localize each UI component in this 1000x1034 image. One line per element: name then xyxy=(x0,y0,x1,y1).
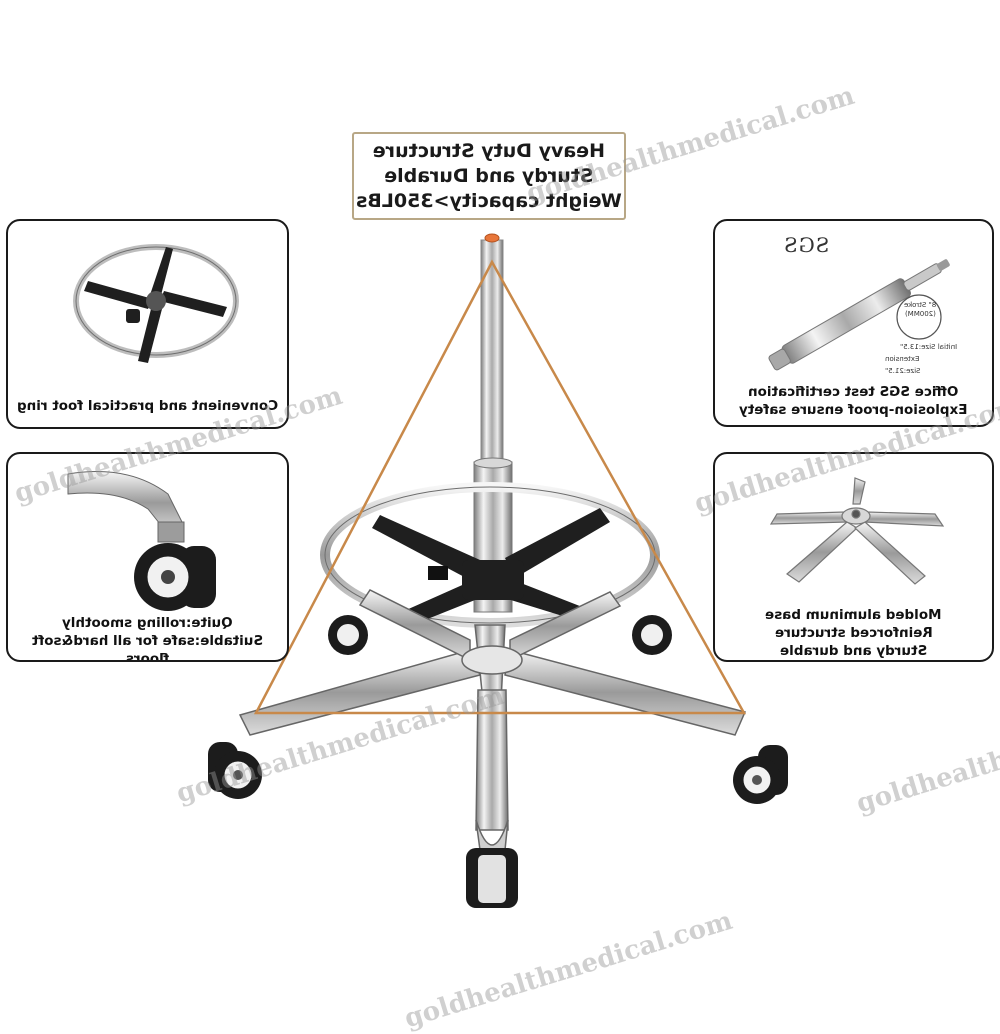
gas-lift-button xyxy=(484,233,500,243)
caster-left xyxy=(208,742,262,799)
headline-line1: Heavy Duty Structure xyxy=(372,139,606,162)
caster-right xyxy=(733,745,788,804)
panel-foot-ring: Convenient and practical foot ring xyxy=(6,219,289,429)
headline-line2: Sturdy and Durable xyxy=(384,164,594,187)
panel-casters: Quite:rolling smoothly Suitable:safe for… xyxy=(6,452,289,662)
caster-front xyxy=(466,848,518,908)
foot-ring-image xyxy=(73,244,239,363)
caster-image xyxy=(67,471,216,611)
base-image xyxy=(769,477,945,585)
panel-base: Molded aluminum base Reinforced structur… xyxy=(713,452,994,662)
foot-ring-cross xyxy=(372,508,610,628)
gas-lift-image xyxy=(768,259,950,371)
stool-illustration xyxy=(208,233,788,908)
base-caption: Molded aluminum base Reinforced structur… xyxy=(765,607,942,659)
panel-gas-lift: SGS 8" Stroke (200MM) Initial Size:13.5"… xyxy=(713,219,994,427)
headline-line3: Weight capacity>350LBs xyxy=(356,189,622,212)
highlight-triangle xyxy=(253,259,747,715)
stroke-badge: 8" Stroke (200MM) xyxy=(903,301,937,318)
headline-text: Heavy Duty Structure Sturdy and Durable … xyxy=(356,139,622,214)
sgs-logo: SGS xyxy=(783,233,830,257)
casters-caption: Quite:rolling smoothly Suitable:safe for… xyxy=(31,615,264,662)
caster-back-left xyxy=(328,615,368,655)
foot-ring-caption: Convenient and practical foot ring xyxy=(16,398,279,414)
caster-back-right xyxy=(632,615,672,655)
gas-lift-caption: Office SGS test certification Explosion-… xyxy=(739,384,968,418)
product-infographic: Heavy Duty Structure Sturdy and Durable … xyxy=(6,81,1000,1034)
size-spec: Initial Size:13.5" Extension Size:21.5" xyxy=(885,343,957,375)
headline-box: Heavy Duty Structure Sturdy and Durable … xyxy=(352,132,626,220)
